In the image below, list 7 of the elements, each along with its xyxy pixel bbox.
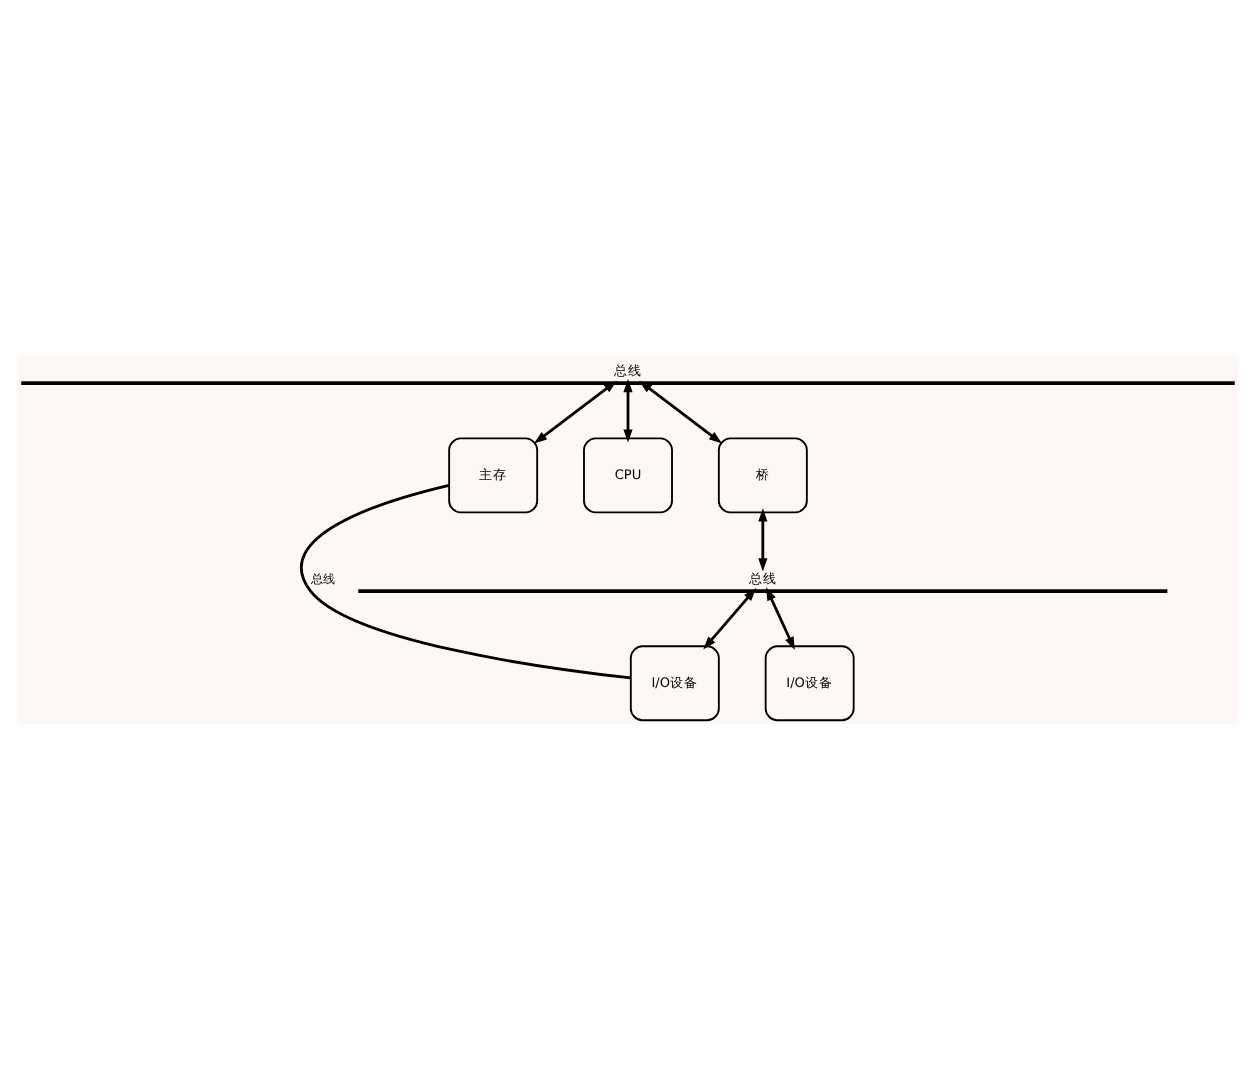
- connector: [300, 483, 631, 680]
- arrow: [623, 379, 633, 443]
- arrow: [639, 380, 723, 444]
- arrow: [766, 587, 795, 651]
- arrow: [533, 380, 617, 444]
- arrow: [758, 508, 768, 572]
- arrow: [703, 587, 757, 650]
